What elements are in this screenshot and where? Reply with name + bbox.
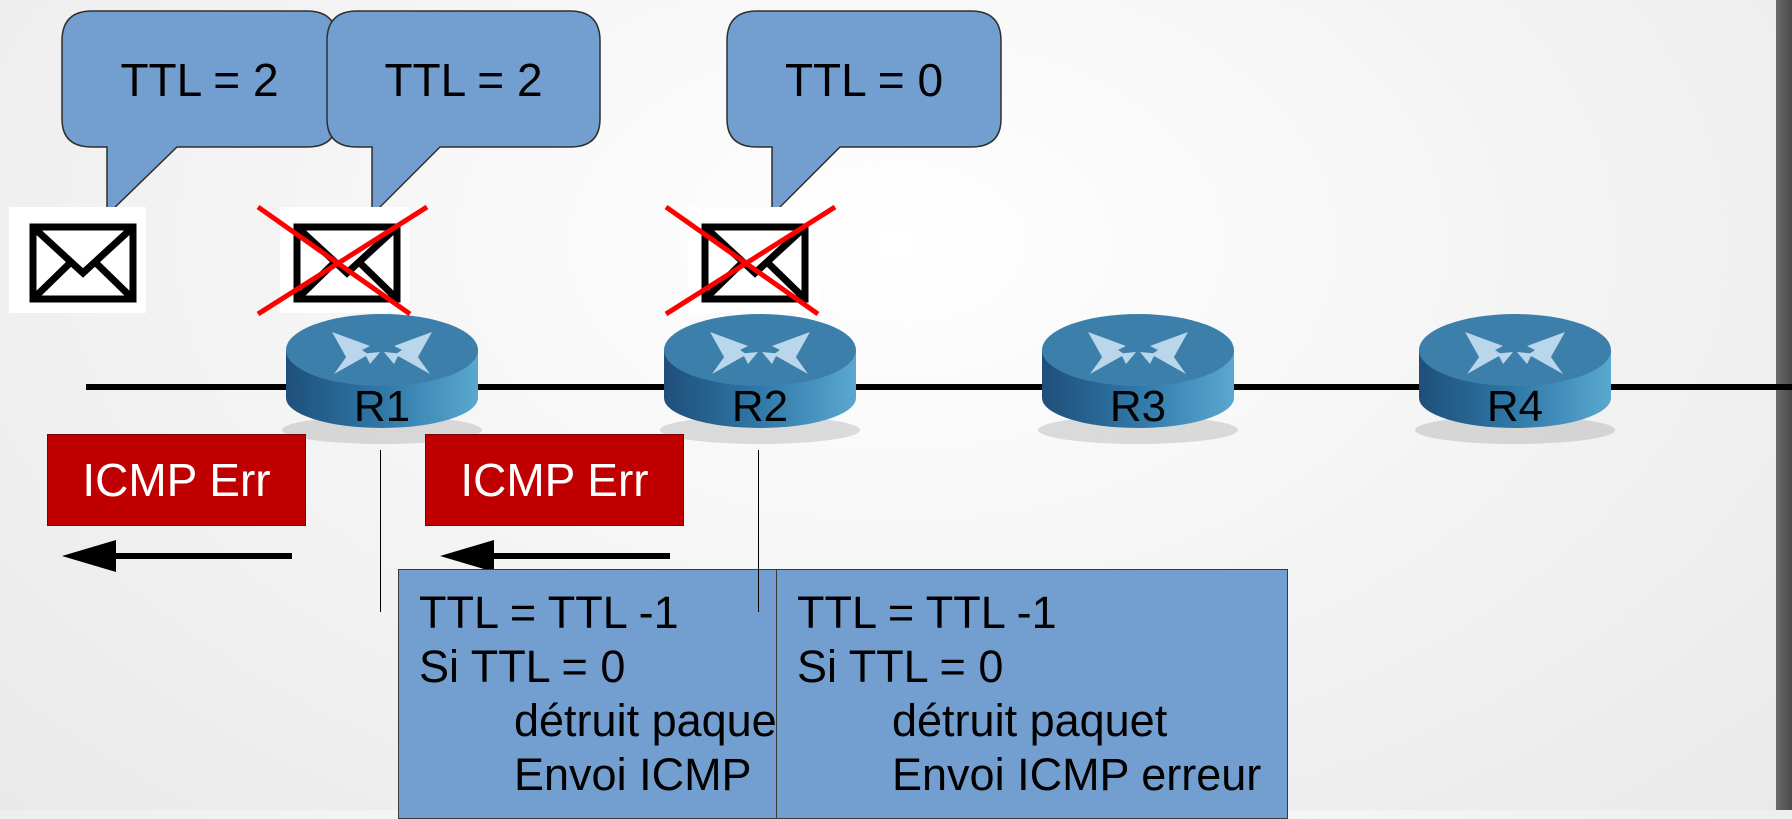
router-label: R3: [1109, 382, 1167, 431]
router-icon: [1038, 314, 1238, 444]
callout-text: TTL = 2: [384, 54, 543, 106]
algo-line: Envoi ICMP erreur: [892, 749, 1262, 800]
left-arrow-icon: [62, 540, 292, 572]
ttl-callout-2: TTL = 2: [326, 10, 601, 217]
envelope-icon: [9, 207, 146, 313]
router-r3: R3: [1038, 312, 1238, 452]
envelope-icon: [688, 207, 818, 313]
algo-line: détruit paque: [514, 695, 777, 746]
router-label: R4: [1486, 382, 1544, 431]
callout-text: TTL = 0: [784, 54, 944, 106]
router-label: R1: [353, 382, 411, 431]
algo-line: Envoi ICMP: [514, 749, 752, 800]
router-leader-line: [380, 450, 381, 612]
slide-edge-bar: [1776, 0, 1792, 810]
router-r1: R1: [282, 312, 482, 452]
callout-shape: [726, 10, 1002, 217]
algo-line: TTL = TTL -1: [797, 587, 1057, 638]
ttl-callout-3: TTL = 0: [726, 10, 1002, 217]
ttl-callout-1: TTL = 2: [61, 10, 338, 217]
algo-line: détruit paquet: [892, 695, 1168, 746]
callout-text: TTL = 2: [120, 54, 279, 106]
network-link-line: [86, 384, 1792, 390]
router-label: R2: [731, 382, 789, 431]
callout-shape: [326, 10, 601, 217]
left-arrow-icon: [440, 540, 670, 572]
algo-line: Si TTL = 0: [419, 641, 626, 692]
router-icon: [1415, 314, 1615, 444]
algo-line: TTL = TTL -1: [419, 587, 679, 638]
icmp-error-box-1: ICMP Err: [47, 434, 306, 526]
red-cross-icon: [256, 204, 429, 316]
router-icon: [660, 314, 860, 444]
algo-line: Si TTL = 0: [797, 641, 1004, 692]
router-r4: R4: [1415, 312, 1615, 452]
router-leader-line: [758, 450, 759, 612]
algorithm-box-r2: TTL = TTL -1 Si TTL = 0 détruit paquet E…: [776, 569, 1288, 819]
icmp-error-box-2: ICMP Err: [425, 434, 684, 526]
red-cross-icon: [664, 204, 837, 316]
router-icon: [282, 314, 482, 444]
router-r2: R2: [660, 312, 860, 452]
algorithm-box-r1: TTL = TTL -1 Si TTL = 0 détruit paque En…: [398, 569, 778, 819]
